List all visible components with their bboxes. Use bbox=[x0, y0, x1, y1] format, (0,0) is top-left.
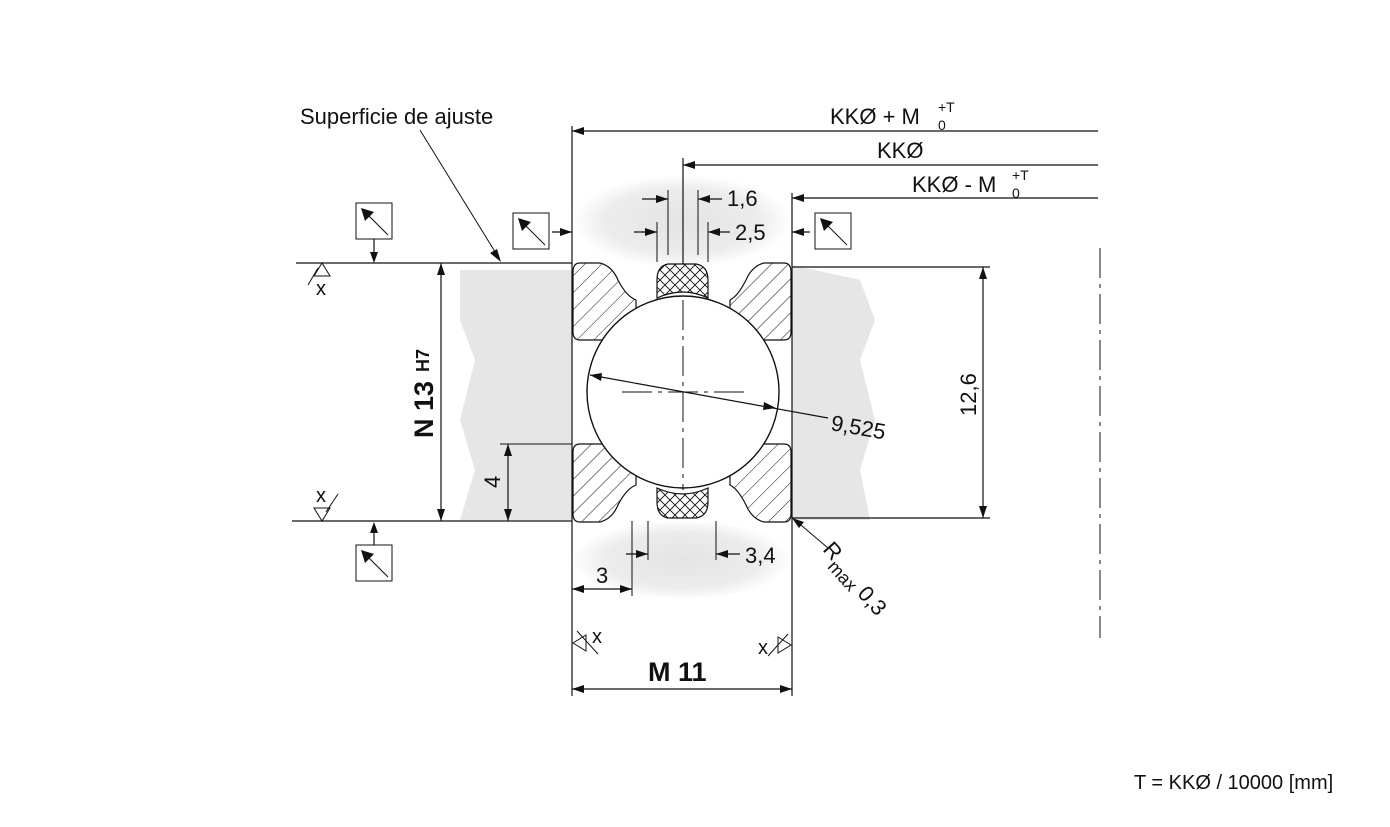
arrow-box-icon bbox=[814, 212, 852, 250]
datum-triangles bbox=[307, 262, 792, 657]
dim-n13-text: N 13 bbox=[409, 381, 439, 438]
dim-n13-fit: H7 bbox=[413, 349, 433, 372]
dim-m11-label: M 11 bbox=[648, 657, 707, 687]
top-dimensions bbox=[552, 127, 1098, 262]
seal-cage-bottom bbox=[656, 487, 709, 519]
dim-n13-label: N 13 H7 bbox=[409, 349, 439, 438]
arrow-box-icon bbox=[512, 212, 550, 250]
kk-minus-label: KKØ - M +T 0 bbox=[912, 167, 1029, 201]
kk-minus-text: KKØ - M bbox=[912, 172, 996, 197]
datum-x-bottom-mid-right: x bbox=[758, 637, 768, 659]
kk-minus-tol-lower: 0 bbox=[1012, 185, 1020, 201]
dim-3-label: 3 bbox=[596, 563, 608, 588]
housing-shade bbox=[460, 175, 875, 600]
datum-x-top-left: x bbox=[316, 278, 326, 300]
triangle-datum-icon bbox=[767, 633, 792, 657]
triangle-datum-icon bbox=[307, 262, 331, 286]
dim-3-4-label: 3,4 bbox=[745, 543, 776, 568]
kk-plus-text: KKØ + M bbox=[830, 104, 920, 129]
rmax-value: 0,3 bbox=[853, 581, 892, 620]
bottom-dimensions bbox=[572, 521, 792, 693]
flatness-symbols bbox=[355, 202, 852, 582]
formula-note: T = KKØ / 10000 [mm] bbox=[1134, 772, 1333, 794]
rmax-label: R max 0,3 bbox=[818, 537, 892, 621]
fit-surface-label: Superficie de ajuste bbox=[300, 104, 493, 129]
dim-1-6-label: 1,6 bbox=[727, 186, 758, 211]
fit-surface-leader bbox=[419, 129, 501, 262]
triangle-datum-icon bbox=[572, 630, 599, 655]
datum-x-bottom-left: x bbox=[316, 485, 326, 507]
kk-plus-label: KKØ + M +T 0 bbox=[830, 99, 955, 133]
dim-2-5-label: 2,5 bbox=[735, 220, 766, 245]
dim-12-6-label: 12,6 bbox=[956, 373, 981, 416]
rmax-leader bbox=[792, 518, 829, 549]
seal-parts bbox=[572, 262, 792, 523]
kk-plus-tol-upper: +T bbox=[938, 99, 955, 115]
dim-9-525-leader bbox=[589, 373, 829, 419]
kk-minus-tol-upper: +T bbox=[1012, 167, 1029, 183]
dim-4-line bbox=[500, 443, 572, 521]
datum-x-bottom-mid-left: x bbox=[592, 626, 602, 648]
arrow-box-icon bbox=[355, 202, 393, 263]
arrow-box-icon bbox=[355, 522, 393, 582]
kk-label: KKØ bbox=[877, 138, 923, 163]
dim-4-label: 4 bbox=[480, 476, 505, 488]
dim-12-6-line bbox=[979, 267, 987, 518]
triangle-datum-icon bbox=[313, 493, 339, 522]
seal-cage-top bbox=[656, 263, 709, 299]
dim-n13-line bbox=[437, 263, 445, 521]
kk-plus-tol-lower: 0 bbox=[938, 117, 946, 133]
